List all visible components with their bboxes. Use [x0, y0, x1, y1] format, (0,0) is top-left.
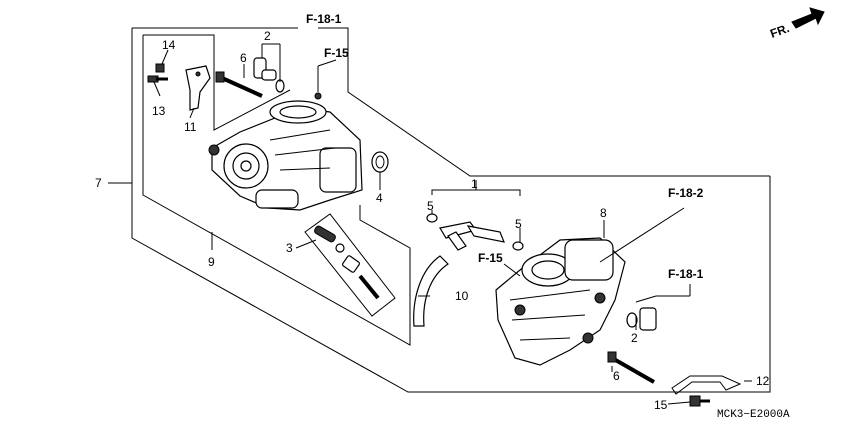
ref-f15-mid: F-15	[478, 251, 503, 265]
part-label-12: 12	[756, 374, 770, 388]
bolt-15	[689, 395, 710, 407]
spring-4	[371, 151, 389, 173]
parts-kit-3-box	[295, 213, 396, 317]
bracket-12	[671, 375, 742, 395]
drawing-code: MCK3−E2000A	[717, 409, 790, 421]
part-label-5-left: 5	[427, 199, 434, 213]
part-label-6-top: 6	[240, 51, 247, 65]
part-label-13: 13	[152, 104, 166, 118]
fitting-2-upper	[253, 57, 285, 93]
part-label-2-right: 2	[631, 331, 638, 345]
front-direction-indicator: FR.	[768, 7, 825, 41]
part-label-15: 15	[654, 398, 668, 412]
bolt-13	[147, 75, 168, 83]
carburetor-front-illustration	[208, 59, 363, 211]
kit-3-parts	[314, 225, 380, 300]
carburetor-rear-illustration	[495, 207, 685, 366]
part-label-9: 9	[208, 255, 215, 269]
ref-f18-1-top: F-18-1	[306, 12, 342, 26]
front-direction-label: FR.	[768, 21, 791, 41]
part-label-2-top: 2	[264, 29, 271, 43]
fuel-joint-pipe	[431, 180, 521, 251]
fitting-2-lower	[626, 307, 657, 331]
part-label-3: 3	[286, 241, 293, 255]
part-label-10: 10	[455, 289, 469, 303]
ref-f18-1-right: F-18-1	[668, 267, 704, 281]
part-label-11: 11	[184, 120, 197, 134]
bracket-11	[185, 65, 211, 111]
o-ring-5-left	[426, 213, 438, 223]
screw-6-lower	[607, 351, 655, 384]
part-label-4: 4	[376, 191, 383, 205]
leader-lines	[153, 43, 752, 405]
assembly-frame-7	[108, 27, 771, 393]
part-label-7: 7	[95, 176, 102, 190]
part-label-5-right: 5	[515, 217, 522, 231]
part-label-1: 1	[471, 177, 478, 191]
part-label-6-bottom: 6	[613, 369, 620, 383]
ref-f15-top: F-15	[324, 46, 349, 60]
drain-tube	[413, 255, 449, 327]
screw-6-upper	[215, 71, 263, 98]
assembly-frame-9	[142, 34, 411, 346]
part-label-14: 14	[162, 38, 176, 52]
o-ring-5-right	[512, 241, 524, 251]
ref-f18-2: F-18-2	[668, 186, 704, 200]
part-label-8: 8	[600, 206, 607, 220]
bolt-14	[155, 63, 165, 73]
front-arrow-icon	[791, 7, 825, 29]
